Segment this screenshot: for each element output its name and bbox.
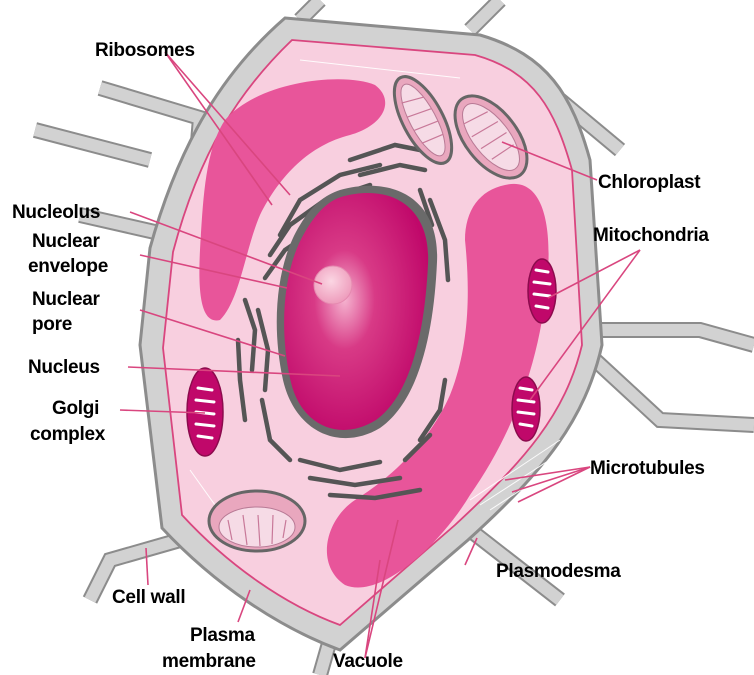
label-nuclear-envelope-1: Nuclear <box>32 231 101 252</box>
label-mitochondria: Mitochondria <box>593 225 709 246</box>
label-ribosomes: Ribosomes <box>95 40 195 61</box>
label-cell-wall: Cell wall <box>112 587 185 608</box>
label-nucleus: Nucleus <box>28 357 100 378</box>
label-golgi-2: complex <box>30 424 106 445</box>
label-chloroplast: Chloroplast <box>598 172 701 193</box>
label-plasmodesma: Plasmodesma <box>496 561 621 582</box>
label-microtubules: Microtubules <box>590 458 705 479</box>
mitochondrion-lower <box>512 377 540 441</box>
mitochondrion-upper <box>528 259 556 323</box>
label-plasma-membrane-1: Plasma <box>190 625 255 646</box>
label-nuclear-pore-1: Nuclear <box>32 289 101 310</box>
label-nuclear-pore-2: pore <box>32 314 72 335</box>
chloroplast-bottom <box>209 491 305 551</box>
label-golgi-1: Golgi <box>52 398 99 419</box>
label-nuclear-envelope-2: envelope <box>28 256 108 277</box>
nucleolus <box>314 266 352 304</box>
label-plasma-membrane-2: membrane <box>162 651 256 672</box>
label-nucleolus: Nucleolus <box>12 202 100 223</box>
label-vacuole: Vacuole <box>333 651 403 672</box>
